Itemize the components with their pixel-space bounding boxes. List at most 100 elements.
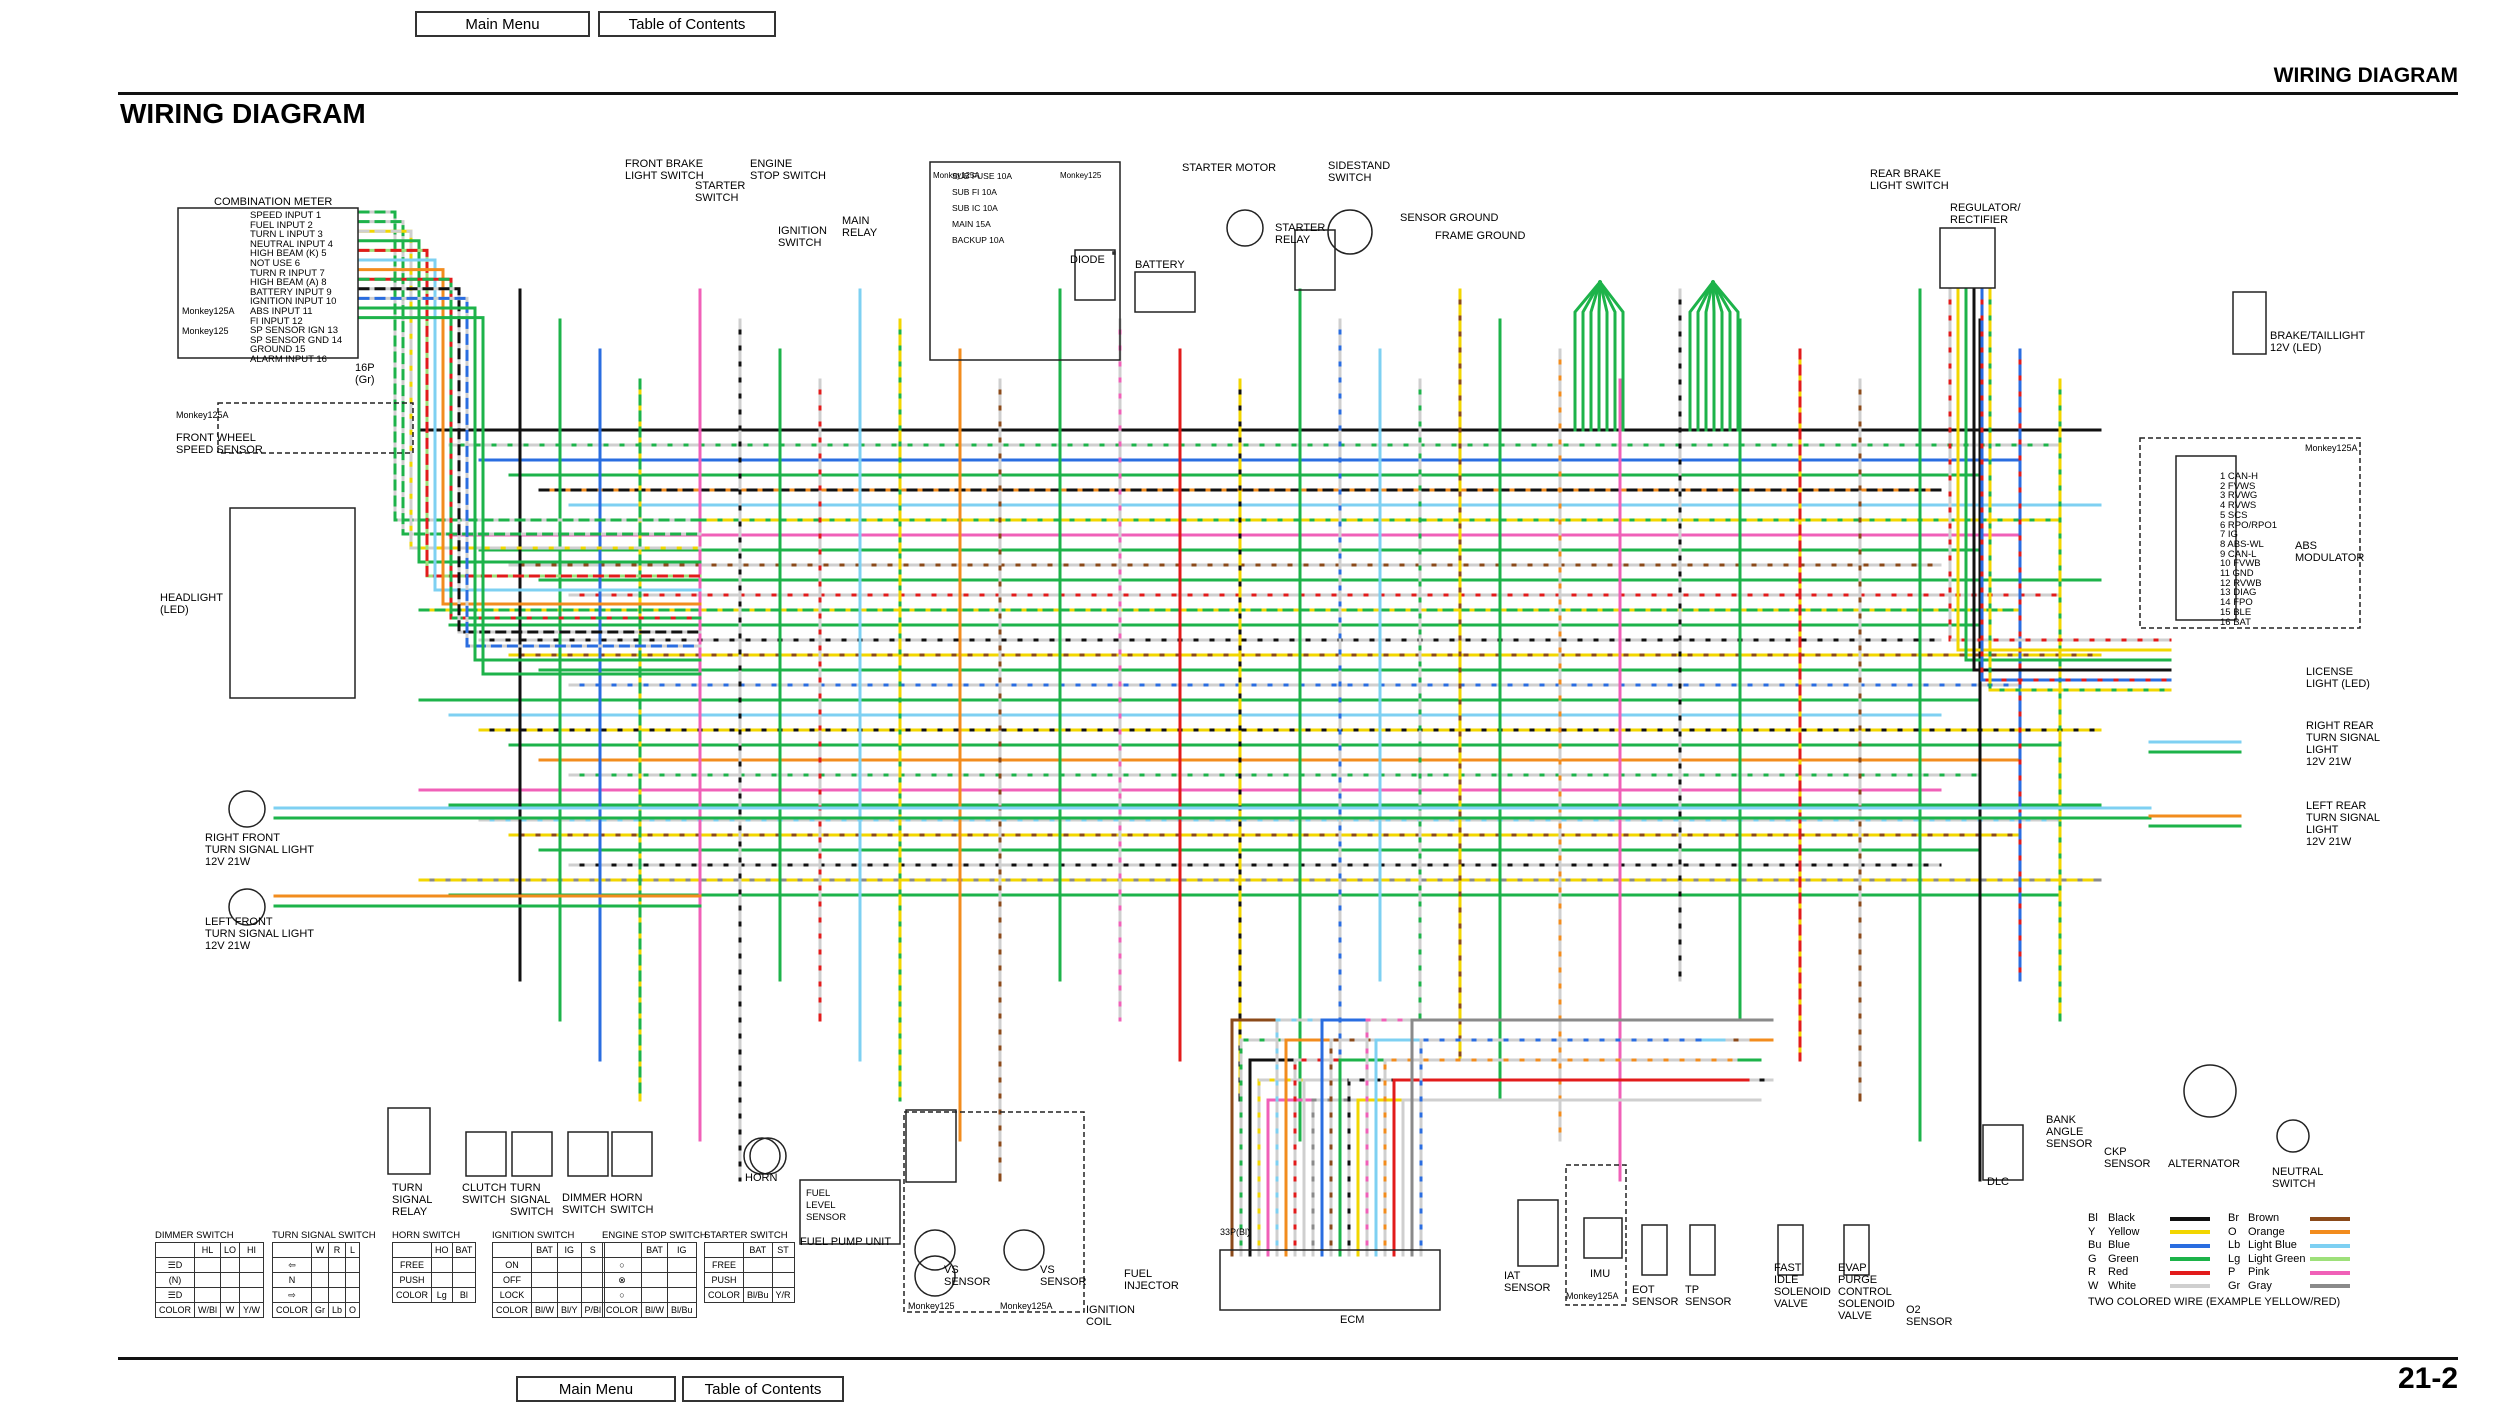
dimmer-switch-label: DIMMER SWITCH <box>562 1192 607 1216</box>
switch-table-title: HORN SWITCH <box>392 1230 461 1241</box>
abs-pin: 10 FVWB <box>2220 558 2261 570</box>
meter-pin: ALARM INPUT 16 <box>250 353 327 365</box>
abs-pin: 6 RPO/RPO1 <box>2220 519 2278 531</box>
rear-brake-switch-label: REAR BRAKE LIGHT SWITCH <box>1870 168 1949 192</box>
neutral-switch-label: NEUTRAL SWITCH <box>2272 1166 2324 1190</box>
abs-pin: 9 CAN-L <box>2220 548 2257 560</box>
ecm-label: ECM <box>1340 1314 1365 1326</box>
meter-pin: HIGH BEAM (A) 8 <box>250 277 327 289</box>
header-rule <box>118 92 2458 95</box>
vs-model-a-label: Monkey125 <box>908 1301 955 1311</box>
abs-model-label: Monkey125A <box>2305 443 2358 453</box>
headlight-label: HEADLIGHT (LED) <box>160 592 223 616</box>
switch-table-title: TURN SIGNAL SWITCH <box>272 1230 376 1241</box>
abs-pin: 14 FPO <box>2220 597 2253 609</box>
main-menu-button[interactable]: Main Menu <box>415 11 590 37</box>
meter-model-a: Monkey125A <box>182 306 235 316</box>
abs-pin: 4 RVWS <box>2220 500 2257 512</box>
sidestand-switch-label: SIDESTAND SWITCH <box>1328 160 1391 184</box>
meter-pin: SPEED INPUT 1 <box>250 210 322 221</box>
meter-pin: SP SENSOR GND 14 <box>250 334 343 346</box>
clutch-switch-label: CLUTCH SWITCH <box>462 1182 507 1206</box>
imu-model-label: Monkey125A <box>1566 1291 1619 1301</box>
meter-pin: IGNITION INPUT 10 <box>250 296 337 308</box>
tp-sensor-label: TP SENSOR <box>1685 1284 1732 1308</box>
meter-pin: NEUTRAL INPUT 4 <box>250 238 333 250</box>
vs-sensor-b-label: VS SENSOR <box>1040 1264 1087 1288</box>
meter-pin: TURN R INPUT 7 <box>250 267 325 279</box>
engine-stop-switch-label: ENGINE STOP SWITCH <box>750 158 826 182</box>
meter-pin: BATTERY INPUT 9 <box>250 286 332 298</box>
left-front-turn-label: LEFT FRONT TURN SIGNAL LIGHT 12V 21W <box>205 916 314 952</box>
bank-angle-sensor-label: BANK ANGLE SENSOR <box>2046 1114 2093 1150</box>
fuel-pump-unit-label: FUEL PUMP UNIT <box>800 1236 892 1248</box>
component-shapes <box>177 161 2361 1313</box>
meter-pin: SP SENSOR IGN 13 <box>250 325 338 337</box>
table-of-contents-button[interactable]: Table of Contents <box>598 11 776 37</box>
meter-pin: FI INPUT 12 <box>250 315 303 327</box>
dlc-label: DLC <box>1987 1176 2010 1188</box>
abs-pin: 1 CAN-H <box>2220 471 2259 482</box>
fuse-model-a-label: Monkey125A <box>933 171 980 180</box>
meter-model-b: Monkey125 <box>182 326 229 336</box>
meter-pin: ABS INPUT 11 <box>250 305 313 317</box>
abs-pin: 8 ABS-WL <box>2220 538 2264 550</box>
iat-sensor-label: IAT SENSOR <box>1504 1270 1551 1294</box>
abs-pin: 3 RVWG <box>2220 490 2258 502</box>
license-light-label: LICENSE LIGHT (LED) <box>2306 666 2370 690</box>
combination-meter-title: COMBINATION METER <box>214 196 333 208</box>
sensor-ground-label: SENSOR GROUND <box>1400 212 1499 224</box>
meter-pin: NOT USE 6 <box>250 257 300 269</box>
abs-pin: 12 RVWB <box>2220 577 2262 589</box>
abs-modulator-label: ABS MODULATOR <box>2295 540 2365 564</box>
fuel-level-sensor-label: FUEL LEVEL SENSOR <box>806 1188 847 1223</box>
starter-relay-label: STARTER RELAY <box>1275 222 1326 246</box>
ignition-coil-label: IGNITION COIL <box>1086 1304 1135 1328</box>
right-front-turn-label: RIGHT FRONT TURN SIGNAL LIGHT 12V 21W <box>205 832 314 868</box>
battery-label: BATTERY <box>1135 259 1185 271</box>
imu-label: IMU <box>1590 1268 1611 1280</box>
front-wheel-model-label: Monkey125A <box>176 410 229 420</box>
page-number: 21-2 <box>2397 1362 2458 1395</box>
section-header: WIRING DIAGRAM <box>2273 64 2458 87</box>
fuse-model-b-label: Monkey125 <box>1060 171 1102 180</box>
footer-rule <box>118 1357 2458 1360</box>
vs-model-b-label: Monkey125A <box>1000 1301 1053 1311</box>
regulator-label: REGULATOR/ RECTIFIER <box>1950 202 2021 226</box>
abs-pin: 15 BLE <box>2220 606 2252 618</box>
evap-valve-label: EVAP PURGE CONTROL SOLENOID VALVE <box>1838 1262 1895 1322</box>
fuse-box-label: SUB FUSE 10A SUB FI 10A SUB IC 10A MAIN … <box>952 171 1012 245</box>
switch-table-title: ENGINE STOP SWITCH <box>602 1230 707 1241</box>
brake-taillight-label: BRAKE/TAILLIGHT 12V (LED) <box>2270 330 2366 354</box>
switch-table-title: STARTER SWITCH <box>704 1230 788 1241</box>
fast-idle-valve-label: FAST IDLE SOLENOID VALVE <box>1774 1262 1831 1310</box>
horn-label: HORN <box>745 1172 778 1184</box>
abs-pin: 11 GND <box>2220 568 2254 580</box>
meter-pin: FUEL INPUT 2 <box>250 219 313 231</box>
vs-sensor-a-label: VS SENSOR <box>944 1264 991 1288</box>
meter-pin: GROUND 15 <box>250 344 306 356</box>
starter-motor-label: STARTER MOTOR <box>1182 162 1277 174</box>
front-wheel-sensor-label: FRONT WHEEL SPEED SENSOR <box>176 432 263 456</box>
turn-signal-relay-label: TURN SIGNAL RELAY <box>392 1182 433 1218</box>
starter-switch-label: STARTER SWITCH <box>695 180 746 204</box>
meter-pin: TURN L INPUT 3 <box>250 229 323 241</box>
